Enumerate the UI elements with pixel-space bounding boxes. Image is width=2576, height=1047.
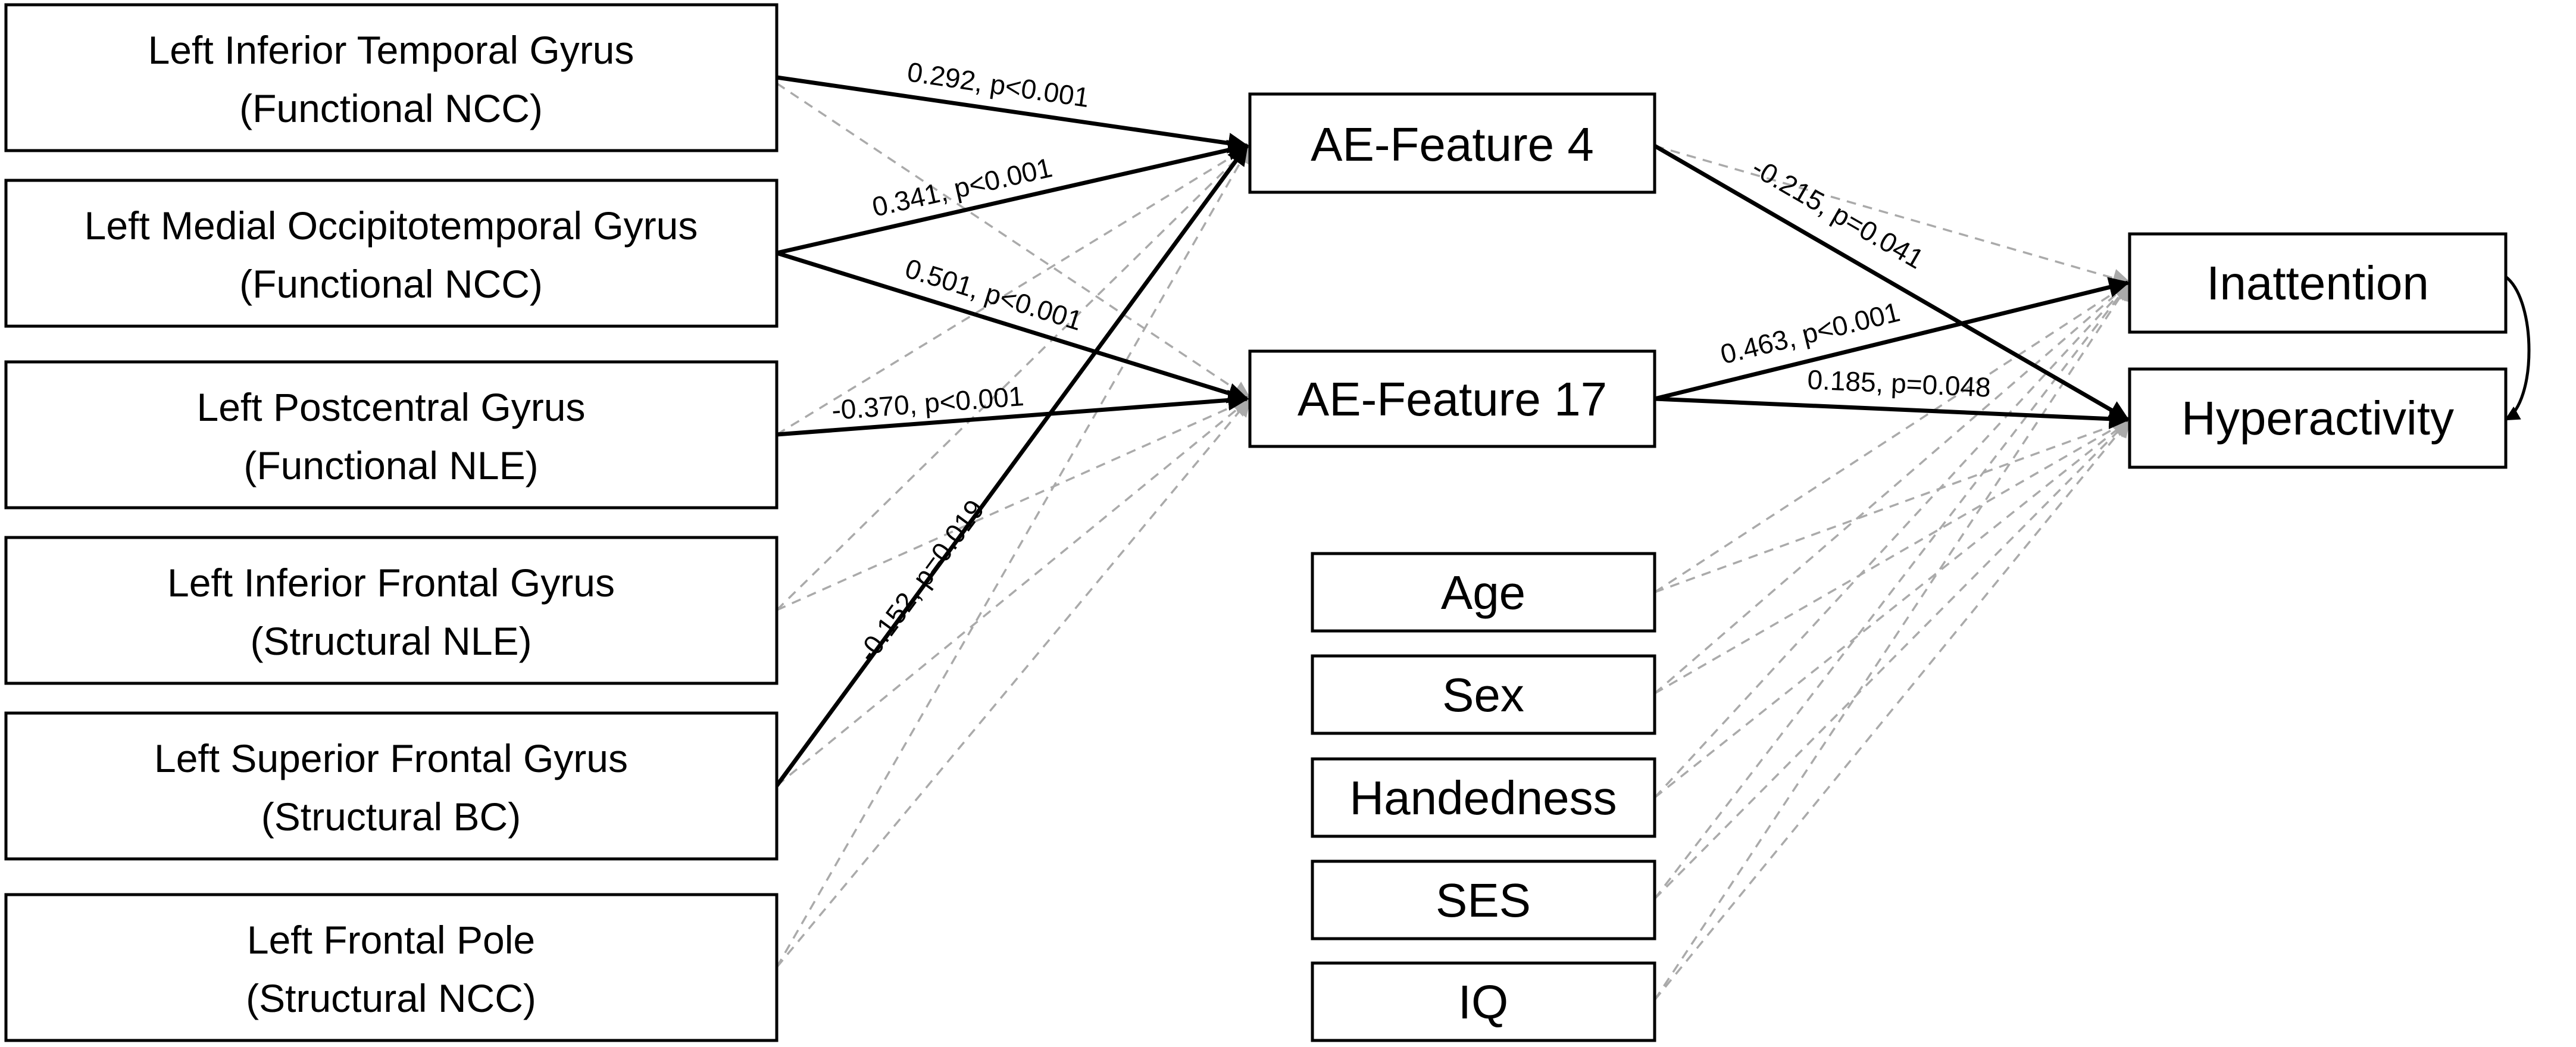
covariance-arc-inatt-hyper	[2490, 262, 2531, 421]
nonsignificant-paths	[776, 82, 2132, 1001]
label-lsfg-ae4: -0.152, p=0.019	[851, 494, 990, 668]
node-age: Age	[1311, 552, 1656, 633]
path-lsfg-ae4	[775, 144, 1249, 787]
node-line-2: (Functional NLE)	[243, 443, 538, 487]
path-lmog-ae4	[776, 139, 1249, 255]
node-ses: SES	[1311, 860, 1656, 940]
node-line-1: Left Superior Frontal Gyrus	[154, 736, 628, 780]
node-line-2: (Functional NCC)	[239, 86, 543, 130]
dashed-path	[1653, 281, 2131, 695]
node-ae-feature-4: AE-Feature 4	[1248, 92, 1656, 194]
path-ae17-inatt	[1654, 277, 2130, 401]
label-ae17-hyper: 0.185, p=0.048	[1807, 364, 1992, 402]
node-line-2: (Structural NCC)	[246, 976, 536, 1020]
node-left-medial-occipitotemporal-gyrus: Left Medial Occipitotemporal Gyrus (Func…	[4, 179, 779, 328]
node-iq: IQ	[1311, 961, 1656, 1042]
node-line-1: Left Frontal Pole	[247, 918, 535, 962]
node-label: Age	[1441, 566, 1525, 619]
dashed-path	[776, 144, 1251, 968]
dashed-path	[1653, 281, 2131, 799]
dashed-path	[1653, 281, 2131, 1001]
node-inattention: Inattention	[2128, 232, 2508, 334]
path-ae4-hyper	[1653, 143, 2130, 422]
node-ae-feature-17: AE-Feature 17	[1248, 349, 1656, 448]
dashed-path	[776, 397, 1252, 968]
path-ltg-ae4	[776, 75, 1249, 154]
node-handedness: Handedness	[1311, 757, 1656, 838]
dashed-path	[776, 144, 1252, 611]
dashed-path	[1654, 416, 2131, 593]
node-hyperactivity: Hyperactivity	[2128, 367, 2508, 469]
label-ltg-ae4: 0.292, p<0.001	[905, 56, 1092, 113]
node-left-postcentral-gyrus: Left Postcentral Gyrus (Functional NLE)	[4, 360, 779, 510]
dashed-path	[1653, 418, 2131, 1001]
node-line-1: Left Medial Occipitotemporal Gyrus	[85, 204, 698, 248]
label-lmog-ae17: 0.501, p<0.001	[902, 252, 1086, 336]
node-line-2: (Structural BC)	[261, 795, 521, 839]
node-left-superior-frontal-gyrus: Left Superior Frontal Gyrus (Structural …	[4, 711, 779, 861]
node-label: SES	[1436, 874, 1531, 927]
node-line-2: (Structural NLE)	[250, 619, 532, 663]
node-left-inferior-temporal-gyrus: Left Inferior Temporal Gyrus (Functional…	[4, 3, 779, 152]
dashed-path	[776, 82, 1252, 400]
node-line-2: (Functional NCC)	[239, 262, 543, 306]
path-lmog-ae17	[776, 251, 1249, 404]
dashed-path	[1654, 282, 2131, 593]
node-line-1: Left Inferior Frontal Gyrus	[167, 561, 615, 605]
node-label: Sex	[1442, 668, 1524, 721]
node-sex: Sex	[1311, 654, 1656, 735]
node-label: AE-Feature 4	[1311, 118, 1594, 171]
node-label: Hyperactivity	[2181, 392, 2454, 445]
node-line-1: Left Inferior Temporal Gyrus	[148, 28, 634, 72]
dashed-path	[776, 398, 1252, 787]
dashed-path	[776, 145, 1252, 436]
node-line-1: Left Postcentral Gyrus	[197, 385, 586, 429]
node-left-frontal-pole: Left Frontal Pole (Structural NCC)	[4, 893, 779, 1042]
path-ae17-hyper	[1654, 396, 2130, 430]
node-left-inferior-frontal-gyrus: Left Inferior Frontal Gyrus (Structural …	[4, 536, 779, 685]
path-lpg-ae17	[776, 389, 1249, 437]
dashed-path	[1653, 281, 2131, 900]
dashed-path	[1654, 418, 2131, 695]
node-label: AE-Feature 17	[1298, 373, 1607, 426]
node-label: Inattention	[2206, 257, 2429, 310]
significant-paths	[775, 75, 2531, 787]
dashed-path	[1653, 418, 2131, 900]
node-label: IQ	[1458, 976, 1508, 1029]
dashed-path	[1653, 418, 2131, 799]
node-label: Handedness	[1349, 771, 1617, 824]
dashed-path	[776, 397, 1252, 611]
